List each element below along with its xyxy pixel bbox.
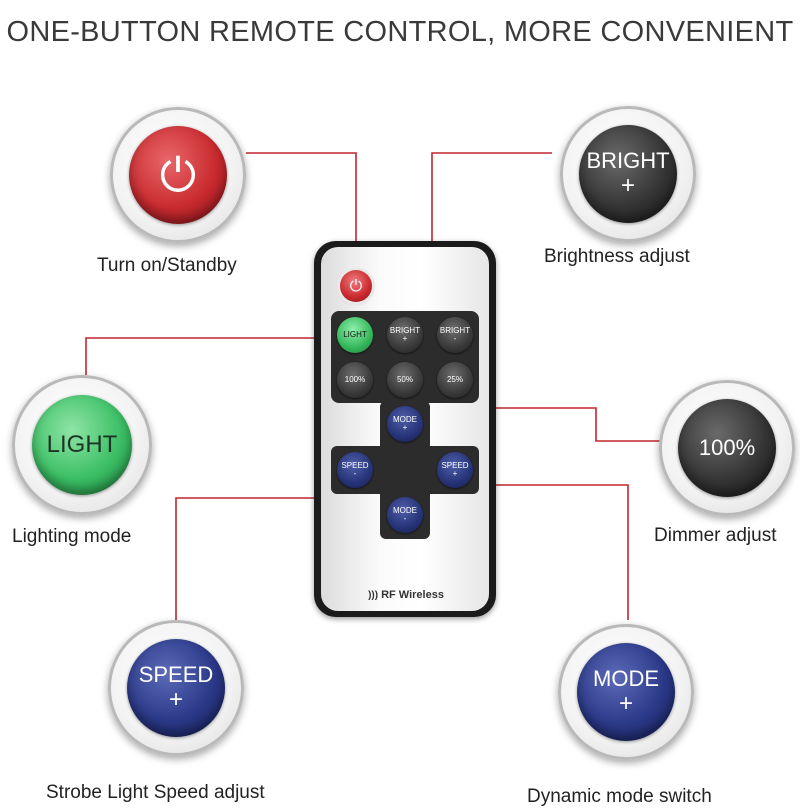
remote-50-button[interactable]: 50% (387, 362, 423, 398)
remote-mode-plus-label: MODE (393, 414, 417, 424)
bright-core: BRIGHT + (579, 125, 677, 223)
remote-bright-minus-label: BRIGHT (439, 325, 471, 335)
remote-mode-minus-sign: - (403, 514, 407, 523)
remote-speed-minus-button[interactable]: SPEED - (337, 452, 373, 488)
remote-mode-plus-button[interactable]: MODE + (387, 406, 423, 442)
remote-rf-text: RF Wireless (381, 589, 444, 601)
mode-core: MODE + (577, 643, 675, 741)
feature-light-circle: LIGHT (12, 375, 152, 515)
speed-core: SPEED + (127, 639, 225, 737)
power-core: ⏻ (129, 126, 227, 224)
mode-label: MODE (593, 665, 659, 691)
feature-power-circle: ⏻ (110, 107, 246, 243)
connector-light (85, 337, 352, 375)
feature-dimmer-circle: 100% (659, 380, 795, 516)
connector-power (246, 152, 357, 283)
page-heading: ONE-BUTTON REMOTE CONTROL, MORE CONVENIE… (6, 16, 794, 48)
caption-bright: Brightness adjust (544, 246, 690, 267)
dimmer-core: 100% (678, 399, 776, 497)
feature-bright-circle: BRIGHT + (560, 106, 696, 242)
remote-25-button[interactable]: 25% (437, 362, 473, 398)
feature-speed-circle: SPEED + (108, 620, 244, 756)
feature-mode-circle: MODE + (558, 624, 694, 760)
wireless-icon: ))) (368, 590, 379, 601)
speed-plus: + (168, 685, 183, 713)
remote-bright-plus-label: BRIGHT (389, 325, 421, 335)
speed-label: SPEED (138, 661, 214, 687)
caption-dimmer: Dimmer adjust (654, 525, 777, 546)
remote-speed-plus-label: SPEED (441, 460, 469, 470)
caption-power: Turn on/Standby (97, 255, 237, 276)
remote-bright-minus-button[interactable]: BRIGHT - (437, 317, 473, 353)
remote-mode-plus-sign: + (402, 423, 408, 432)
remote-100-label: 100% (344, 374, 366, 384)
caption-mode: Dynamic mode switch (527, 786, 712, 807)
light-core: LIGHT (32, 395, 132, 495)
remote-rf-label: )))RF Wireless (360, 589, 452, 601)
remote-light-label: LIGHT (343, 329, 367, 339)
remote-power-button[interactable]: ⏻ (340, 270, 372, 302)
remote-bright-plus-button[interactable]: BRIGHT + (387, 317, 423, 353)
remote-50-label: 50% (396, 374, 413, 384)
remote-speed-minus-label: SPEED (341, 460, 369, 470)
bright-plus: + (620, 171, 635, 199)
remote-bright-plus-sign: + (402, 334, 408, 343)
caption-speed: Strobe Light Speed adjust (46, 782, 265, 803)
dimmer-label: 100% (698, 434, 756, 460)
remote-speed-plus-sign: + (452, 469, 458, 478)
remote-25-label: 25% (446, 374, 463, 384)
caption-light: Lighting mode (12, 526, 132, 547)
light-label: LIGHT (46, 430, 118, 458)
mode-plus: + (618, 689, 633, 717)
power-icon: ⏻ (159, 147, 197, 202)
remote-mode-minus-button[interactable]: MODE - (387, 497, 423, 533)
remote-speed-minus-sign: - (353, 469, 357, 478)
remote-100-button[interactable]: 100% (337, 362, 373, 398)
bright-label: BRIGHT (586, 147, 670, 173)
remote-power-icon: ⏻ (349, 275, 363, 295)
remote-speed-plus-button[interactable]: SPEED + (437, 452, 473, 488)
remote-light-button[interactable]: LIGHT (337, 317, 373, 353)
remote-mode-minus-label: MODE (393, 505, 417, 515)
remote-bright-minus-sign: - (453, 334, 457, 343)
